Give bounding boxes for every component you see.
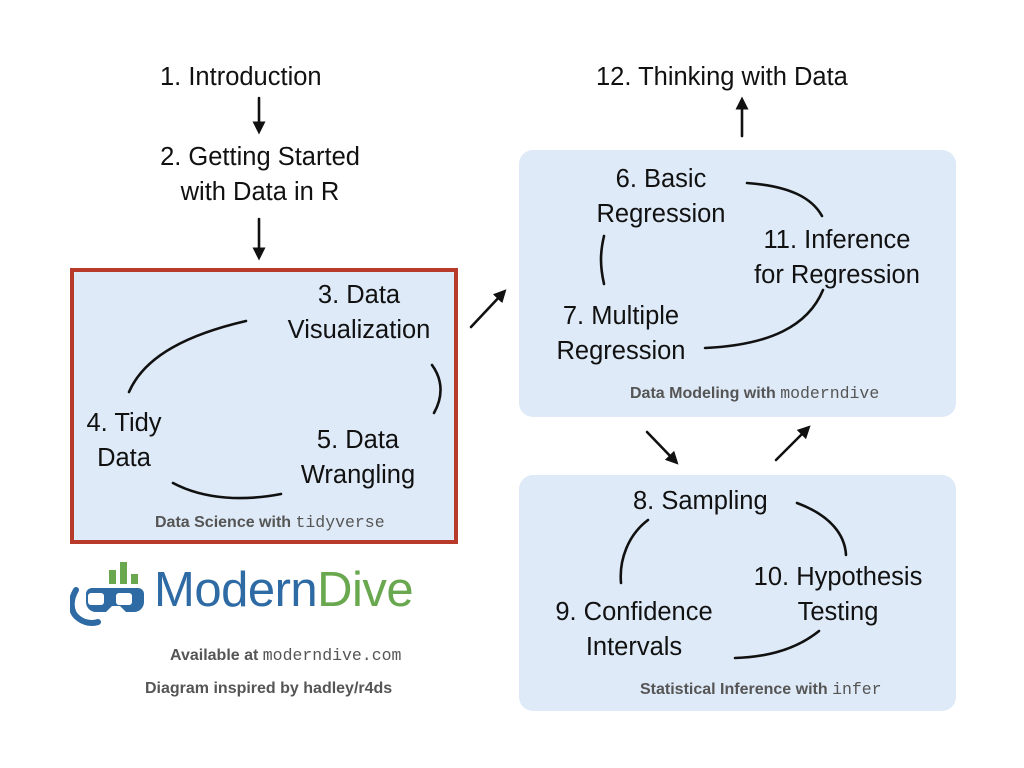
logo-modern: Modern bbox=[154, 563, 318, 617]
node-introduction: 1. Introduction bbox=[160, 63, 322, 91]
curve-10-to-9 bbox=[733, 629, 821, 660]
node-data-visualization-line2: Visualization bbox=[287, 316, 431, 344]
caption-statistical-inference-prefix: Statistical Inference with bbox=[640, 681, 833, 698]
node-inference-for-regression-line2: for Regression bbox=[754, 261, 920, 289]
available-at: Available at moderndive.com bbox=[170, 646, 401, 665]
arrow-dm-to-si bbox=[645, 430, 679, 465]
diving-mask-icon bbox=[70, 562, 144, 626]
node-getting-started-line2: with Data in R bbox=[180, 178, 340, 206]
moderndive-logo: ModernDive bbox=[154, 560, 414, 620]
node-basic-regression-line2: Regression bbox=[596, 200, 726, 228]
data-science-box bbox=[74, 272, 454, 540]
node-hypothesis-testing-line1: 10. Hypothesis bbox=[753, 563, 923, 591]
node-tidy-data-line2: Data bbox=[97, 444, 151, 472]
curve-8-to-10 bbox=[795, 501, 848, 557]
statistical-inference-box bbox=[519, 475, 956, 711]
curve-6-to-11 bbox=[745, 181, 824, 218]
node-data-wrangling-line1: 5. Data bbox=[316, 426, 400, 454]
diagram-inspired: Diagram inspired by hadley/r4ds bbox=[145, 680, 393, 697]
caption-statistical-inference: Statistical Inference with infer bbox=[640, 680, 882, 699]
node-confidence-intervals: 9. Confidence Intervals bbox=[536, 595, 732, 665]
caption-data-modeling: Data Modeling with moderndive bbox=[630, 384, 879, 403]
node-tidy-data-line1: 4. Tidy bbox=[86, 409, 162, 437]
caption-data-science-pkg: tidyverse bbox=[295, 513, 385, 532]
caption-data-science-prefix: Data Science with bbox=[155, 514, 296, 531]
node-basic-regression-line1: 6. Basic bbox=[615, 165, 707, 193]
available-at-url: moderndive.com bbox=[262, 646, 402, 665]
available-at-prefix: Available at bbox=[170, 647, 263, 664]
node-data-wrangling: 5. Data Wrangling bbox=[285, 423, 431, 493]
arrow-si-to-dm bbox=[774, 425, 811, 462]
curve-9-to-8 bbox=[619, 518, 650, 585]
curve-4-to-5 bbox=[171, 481, 283, 500]
node-multiple-regression: 7. Multiple Regression bbox=[541, 299, 701, 369]
curve-5-to-3 bbox=[430, 363, 442, 415]
curve-7-to-6 bbox=[599, 234, 606, 286]
node-basic-regression: 6. Basic Regression bbox=[582, 162, 740, 232]
node-hypothesis-testing: 10. Hypothesis Testing bbox=[734, 560, 942, 630]
caption-statistical-inference-pkg: infer bbox=[832, 680, 882, 699]
caption-data-modeling-prefix: Data Modeling with bbox=[630, 385, 781, 402]
node-inference-for-regression-line1: 11. Inference bbox=[763, 226, 911, 254]
node-confidence-intervals-line2: Intervals bbox=[585, 633, 683, 661]
node-data-visualization-line1: 3. Data bbox=[317, 281, 401, 309]
node-multiple-regression-line2: Regression bbox=[556, 337, 686, 365]
node-inference-for-regression: 11. Inference for Regression bbox=[734, 223, 940, 293]
node-tidy-data: 4. Tidy Data bbox=[72, 406, 176, 476]
caption-data-science: Data Science with tidyverse bbox=[155, 513, 385, 532]
node-confidence-intervals-line1: 9. Confidence bbox=[555, 598, 713, 626]
node-data-visualization: 3. Data Visualization bbox=[276, 278, 442, 348]
caption-data-modeling-pkg: moderndive bbox=[780, 384, 880, 403]
logo-dive: Dive bbox=[317, 563, 414, 617]
curve-11-to-7 bbox=[703, 288, 825, 350]
node-multiple-regression-line1: 7. Multiple bbox=[562, 302, 680, 330]
node-data-wrangling-line2: Wrangling bbox=[300, 461, 416, 489]
data-modeling-box bbox=[519, 150, 956, 417]
curve-3-to-4 bbox=[127, 319, 248, 394]
node-getting-started-line1: 2. Getting Started bbox=[160, 143, 360, 171]
node-sampling: 8. Sampling bbox=[633, 487, 768, 515]
node-thinking-with-data: 12. Thinking with Data bbox=[596, 63, 848, 91]
arrow-ds-to-dm bbox=[469, 289, 507, 329]
node-getting-started: 2. Getting Started with Data in R bbox=[140, 140, 380, 210]
node-hypothesis-testing-line2: Testing bbox=[797, 598, 879, 626]
